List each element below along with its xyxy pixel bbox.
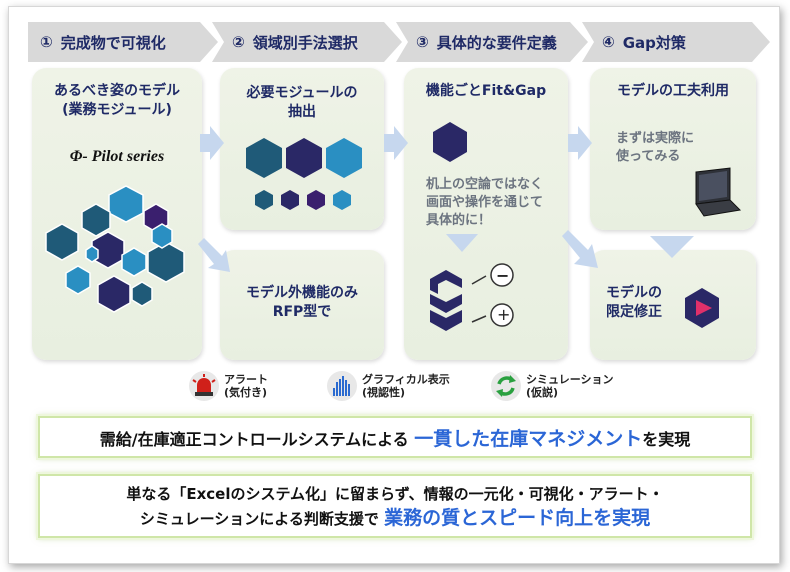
plus-bubble: + bbox=[470, 302, 520, 330]
panel-limited-modify: モデルの 限定修正 bbox=[590, 250, 756, 360]
legend-simulation: シミュレーション (仮説) bbox=[490, 370, 614, 402]
panel-extract-modules: 必要モジュールの 抽出 bbox=[220, 68, 384, 230]
summary-banner-2: 単なる「Excelのシステム化」に留まらず、情報の一元化・可視化・アラート・ シ… bbox=[38, 474, 752, 538]
panel-fit-gap-title: 機能ごとFit&Gap bbox=[425, 83, 547, 99]
arrow-1-to-2 bbox=[200, 126, 224, 160]
plus-icon: + bbox=[497, 305, 511, 324]
module-hex-icon bbox=[433, 122, 467, 162]
arrow-3-to-4 bbox=[568, 126, 592, 160]
minus-bubble: − bbox=[470, 262, 520, 290]
cycle-icon bbox=[491, 371, 521, 401]
laptop-icon bbox=[695, 167, 742, 217]
down-arrow-icon bbox=[446, 234, 478, 252]
alarm-icon bbox=[189, 371, 219, 401]
panel-extract-modules-title: 必要モジュールの 抽出 bbox=[246, 85, 358, 120]
arrow-4a-to-4b bbox=[650, 236, 694, 258]
legend-graphical: グラフィカル表示 (視認性) bbox=[326, 370, 450, 402]
pilot-series-logo: Φ- Pilot series bbox=[69, 148, 165, 165]
panel-ideal-model-title: あるべき姿のモデル (業務モジュール) bbox=[54, 83, 180, 118]
legend-graphical-text: グラフィカル表示 (視認性) bbox=[362, 373, 450, 399]
arrow-3-to-4b bbox=[562, 230, 598, 268]
summary-banner-1: 需給/在庫適正コントロールシステムによる 一貫した在庫マネジメントを実現 bbox=[38, 416, 752, 458]
module-hex-cluster-icon bbox=[45, 185, 185, 313]
panel-rfp-title: モデル外機能のみ RFP型で bbox=[246, 285, 358, 320]
legend-simulation-text: シミュレーション (仮説) bbox=[526, 373, 614, 399]
panel-limited-modify-title: モデルの 限定修正 bbox=[606, 285, 662, 320]
arrow-2-to-3 bbox=[384, 126, 408, 160]
legend-alert-text: アラート (気付き) bbox=[224, 373, 268, 399]
summary-banner-1-text: 需給/在庫適正コントロールシステムによる 一貫した在庫マネジメントを実現 bbox=[99, 427, 691, 450]
panel-fit-gap: 機能ごとFit&Gap 机上の空論ではなく 画面や操作を通じて 具体的に！ − … bbox=[404, 68, 568, 360]
use-model-note: まずは実際に 使ってみる bbox=[616, 131, 695, 164]
plus-bubble-shape bbox=[471, 303, 514, 327]
legend-alert: アラート (気付き) bbox=[188, 370, 268, 402]
limited-modify-module-icon bbox=[685, 288, 719, 328]
minus-bubble-shape bbox=[471, 263, 514, 287]
bar-graph-icon bbox=[327, 371, 357, 401]
modified-module-icon bbox=[430, 270, 462, 331]
minus-icon: − bbox=[496, 266, 510, 285]
fit-gap-note: 机上の空論ではなく 画面や操作を通じて 具体的に！ bbox=[426, 177, 544, 228]
panel-use-model: モデルの工夫利用 まずは実際に 使ってみる bbox=[590, 68, 756, 230]
panel-rfp: モデル外機能のみ RFP型で bbox=[220, 250, 384, 360]
extracted-modules-icon bbox=[246, 138, 362, 210]
panel-ideal-model: あるべき姿のモデル (業務モジュール) Φ- Pilot series bbox=[32, 68, 202, 360]
summary-banner-2-line1: 単なる「Excelのシステム化」に留まらず、情報の一元化・可視化・アラート・ bbox=[126, 484, 664, 503]
panel-use-model-title: モデルの工夫利用 bbox=[617, 83, 729, 99]
arrow-1-to-2b bbox=[198, 238, 230, 272]
summary-banner-2-line2: シミュレーションによる判断支援で 業務の質とスピード向上を実現 bbox=[139, 506, 651, 529]
